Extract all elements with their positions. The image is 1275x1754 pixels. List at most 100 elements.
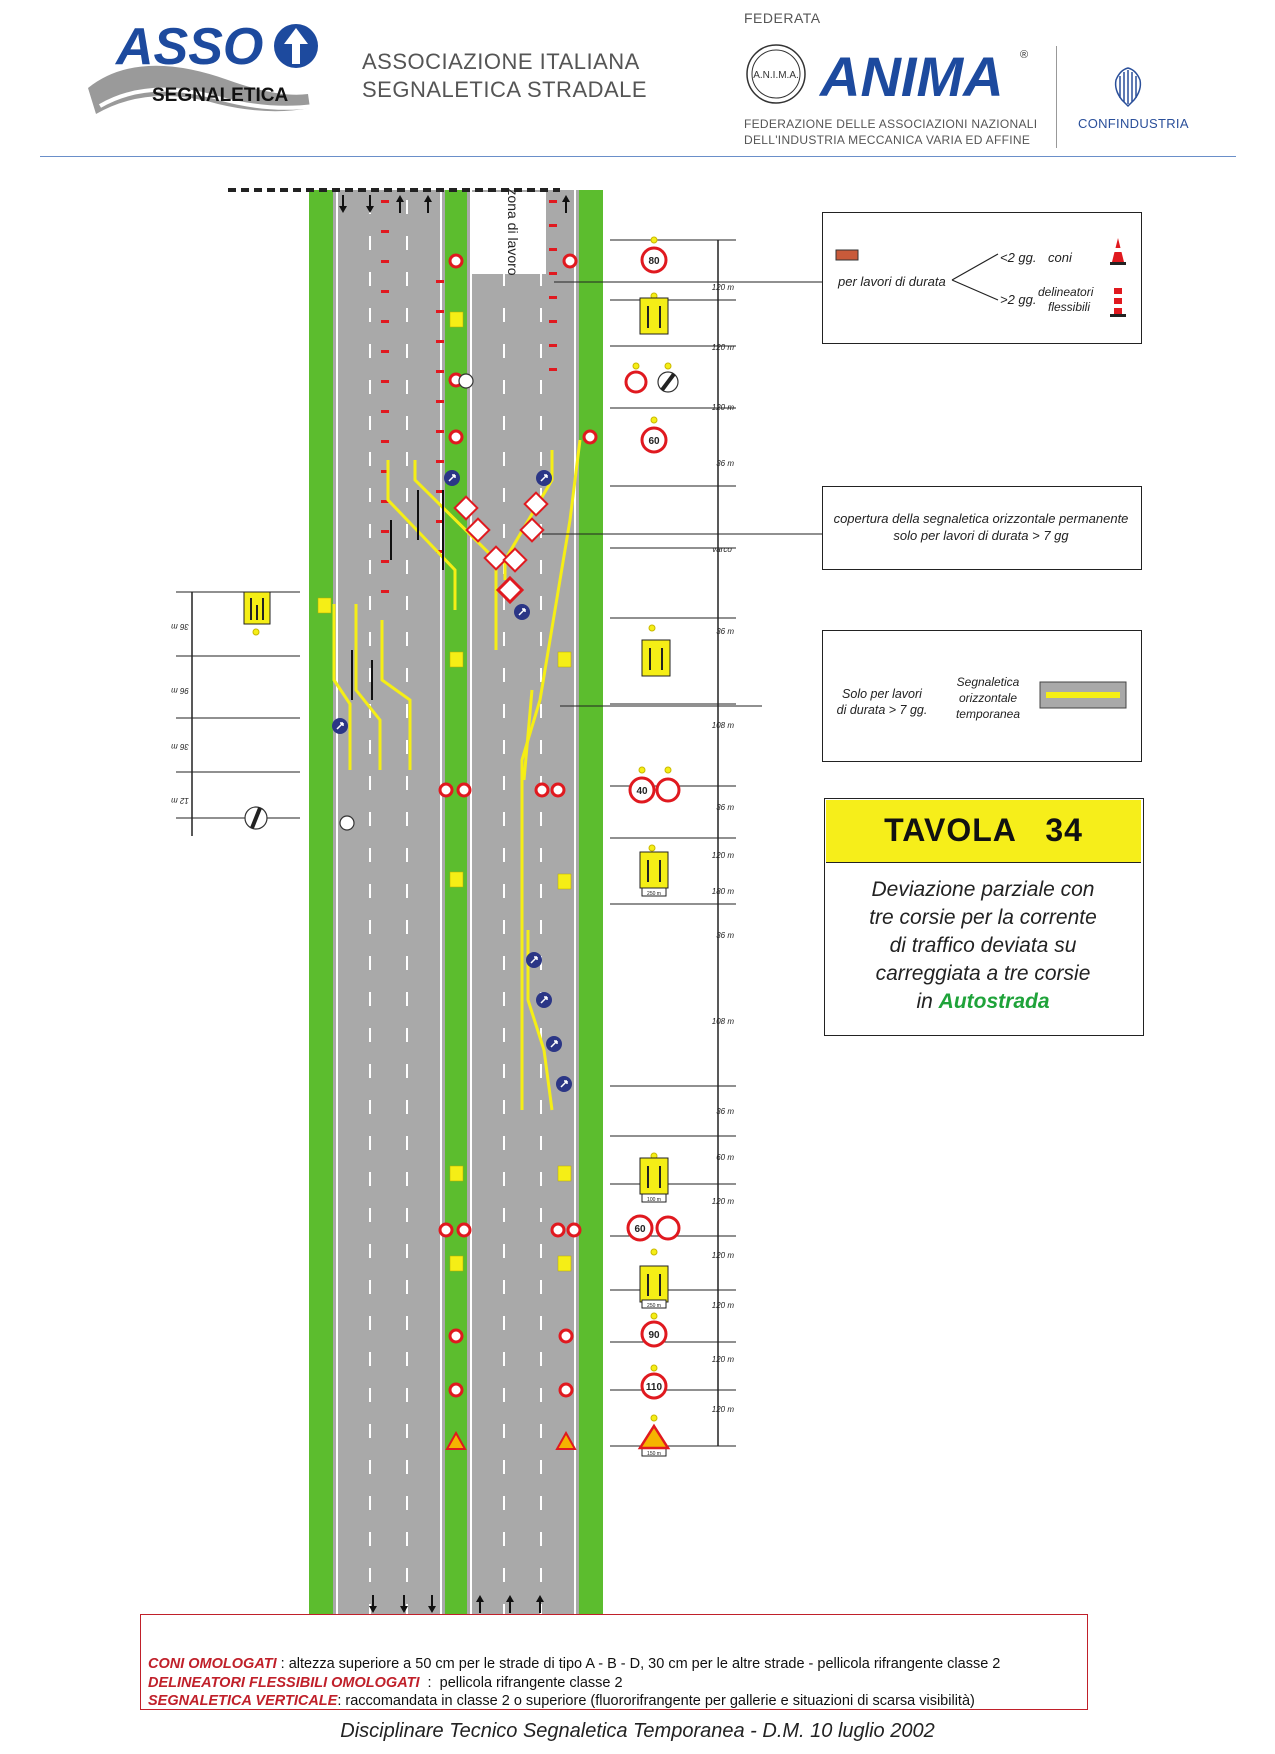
sign-light-icon [638, 766, 646, 774]
temp-marking-line [520, 439, 582, 1110]
cone-icon [549, 272, 557, 275]
legend-box [822, 212, 1142, 344]
speed-limit-icon [582, 429, 598, 445]
arrow-down-icon [400, 1595, 408, 1613]
sign-light-icon [650, 1152, 658, 1160]
sign-light-icon [632, 362, 640, 370]
anima-sub-line1: FEDERAZIONE DELLE ASSOCIAZIONI NAZIONALI [744, 117, 1038, 131]
lane-arrows-lines [647, 1166, 661, 1188]
chevron-icon [519, 517, 545, 543]
keep-side-icon [556, 1076, 572, 1092]
cone-icon [436, 280, 444, 283]
tavola-line1: Deviazione parziale con [871, 878, 1095, 901]
temp-mid1: Segnaletica [957, 675, 1020, 689]
distance-label-right: 120 m [712, 343, 735, 352]
speed-limit-icon [448, 253, 464, 269]
speed-limit-icon [562, 253, 578, 269]
keep-side-icon-arrow [448, 474, 456, 482]
cover-note-line2: solo per lavori di durata > 7 gg [893, 528, 1069, 543]
speed-limit-icon [448, 429, 464, 445]
speed-limit-icon [456, 1222, 472, 1238]
tavola-autostrada: Autostrada [938, 990, 1050, 1013]
sign-light-icon [650, 1248, 658, 1256]
temp-marking-line [526, 930, 554, 1111]
temp-marking-swatch [835, 249, 859, 261]
arrow-up-icon [476, 1595, 484, 1613]
tavola-description: Deviazione parziale con tre corsie per l… [836, 876, 1130, 1016]
footer-reference: Disciplinare Tecnico Segnaletica Tempora… [340, 1720, 935, 1742]
distance-label-right: 120 m [712, 1301, 735, 1310]
speed-sign-40-value: 40 [636, 786, 648, 797]
lane-arrows-lines [649, 648, 663, 670]
confindustria-eagle-icon [1114, 67, 1142, 108]
cone-icon [436, 460, 444, 463]
arrow-up-icon [396, 195, 404, 213]
speed-limit-icon [550, 1222, 566, 1238]
delineator-icon [1110, 288, 1126, 317]
cone-icon [436, 520, 444, 523]
anima-word: ANIMA [818, 45, 1004, 108]
cone-icon [436, 370, 444, 373]
speed-limit-icon [566, 1222, 582, 1238]
lane-arrows-lines [250, 598, 264, 620]
cone-icon [381, 290, 389, 293]
tavola-header [826, 800, 1141, 863]
cone-icon [549, 296, 557, 299]
distance-label-right: 36 m [716, 459, 734, 468]
arrow-down-icon [369, 1595, 377, 1613]
sign-light-icon [650, 292, 658, 300]
median-strip [445, 190, 467, 1620]
arrow-down-icon [339, 195, 347, 213]
lane-arrows-icon [639, 851, 669, 889]
cone-icon [381, 590, 389, 593]
tavola-line3: di traffico deviata su [889, 934, 1077, 957]
speed-limit-icon [448, 1328, 464, 1344]
cone-icon [549, 368, 557, 371]
distance-label-right: 120 m [712, 1251, 735, 1260]
distance-label-left: 12 m [171, 796, 189, 805]
tavola-line2: tre corsie per la corrente [869, 906, 1097, 929]
note-segnaletica: SEGNALETICA VERTICALE: raccomandata in c… [148, 1693, 975, 1709]
distance-plate [641, 887, 667, 897]
distance-label-right: 120 m [712, 1405, 735, 1414]
lane-arrows-icon [639, 297, 669, 335]
arrow-up-icon [562, 195, 570, 213]
keep-side-icon-arrow [550, 1040, 558, 1048]
sign-light-icon [664, 362, 672, 370]
speed-limit-icon [550, 782, 566, 798]
anima-subtitle: FEDERAZIONE DELLE ASSOCIAZIONI NAZIONALI… [744, 116, 1037, 148]
cone-icon [381, 260, 389, 263]
legend-short-label: <2 gg. [1000, 250, 1037, 265]
temp-marking-line [503, 450, 554, 580]
distance-label-right: 120 m [712, 851, 735, 860]
work-light-icon [449, 1165, 464, 1182]
speed-sign-80-value: 80 [648, 256, 660, 267]
tavola-line5: in Autostrada [836, 988, 1130, 1016]
anima-registered: ® [1020, 49, 1028, 61]
cover-note-text: copertura della segnaletica orizzontale … [828, 510, 1134, 544]
sign-light-icon [664, 766, 672, 774]
cone-icon [436, 400, 444, 403]
arrow-up-icon [506, 1595, 514, 1613]
no-overtaking-icon [624, 370, 648, 394]
legend-long-item2: flessibili [1048, 300, 1090, 314]
confindustria-label: CONFINDUSTRIA [1078, 116, 1189, 131]
grass-strip-left [309, 190, 333, 1620]
keep-side-icon-arrow [540, 996, 548, 1004]
distance-label-right: 180 m [712, 887, 735, 896]
keep-side-icon [514, 604, 530, 620]
cone-icon [549, 344, 557, 347]
asso-word: ASSO [114, 18, 263, 76]
sign-light-icon [650, 1312, 658, 1320]
work-light-icon [317, 597, 332, 614]
cone-icon [436, 490, 444, 493]
cone-icon [381, 530, 389, 533]
cone-icon [381, 440, 389, 443]
anima-logo: A.N.I.M.A. ANIMA ® [746, 44, 1028, 108]
note-delineatori-text: : pellicola rifrangente classe 2 [419, 1675, 623, 1691]
speed-sign-60 [640, 426, 668, 454]
speed-limit-icon [456, 782, 472, 798]
asso-segnaletica-logo: ASSO SEGNALETICA [88, 18, 318, 114]
sign-light-icon [650, 1414, 658, 1422]
distance-plate-value: 250 m [647, 891, 661, 897]
